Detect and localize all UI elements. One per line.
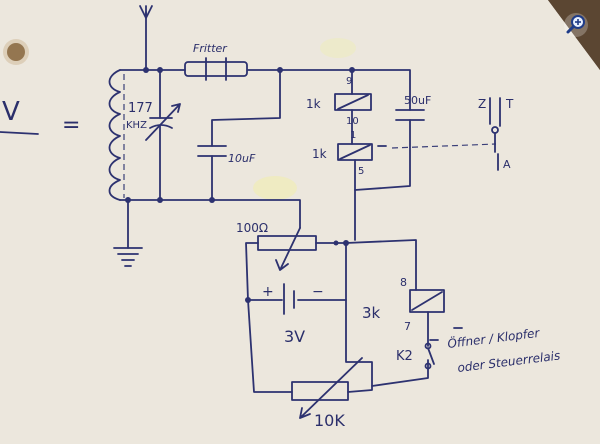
inductor-coil: [108, 69, 121, 201]
freq-value-label: 177: [128, 101, 153, 116]
relay-coil-1-5-diag: [339, 144, 371, 160]
freq-unit-label: KHZ: [126, 120, 147, 131]
k2-label: K2: [396, 349, 413, 364]
top-rail: [119, 69, 411, 111]
contact-k2-blade: [427, 347, 435, 365]
pin8-label: 8: [400, 276, 407, 289]
paper-edge-shadow: [548, 0, 600, 70]
fritter-label: Fritter: [193, 42, 228, 55]
cap50-wire: [354, 119, 411, 191]
relay-coil-9-10-diag: [337, 94, 369, 110]
pot-10k-body: [291, 381, 349, 401]
battery-minus-label: −: [312, 284, 324, 300]
magnifier-zoom-icon: [564, 13, 588, 37]
pin1-label: 1: [350, 130, 356, 141]
bottom-loop-wire: [247, 299, 373, 393]
relay-coil-9-10: [334, 93, 372, 111]
relay-contact-wire: [371, 311, 429, 387]
zoom-button[interactable]: [563, 12, 589, 38]
r10k-label: 10K: [314, 411, 345, 430]
r2-label: 1k: [312, 147, 327, 161]
fritter-tube: [184, 61, 248, 77]
node-bot-3: [209, 197, 215, 203]
cap10-wire: [211, 69, 281, 199]
node-top-1: [143, 67, 149, 73]
switch-t-label: T: [505, 97, 514, 111]
pin7-label: 7: [404, 320, 411, 333]
cap50-label: 50uF: [404, 94, 431, 107]
contact-k2-bottom: [424, 362, 432, 370]
r100-label: 100Ω: [236, 221, 268, 235]
tank-bottom-rail: [119, 199, 301, 229]
highlight-spot-2: [320, 38, 356, 58]
node-bot-2: [157, 197, 163, 203]
pin10-label: 10: [346, 116, 359, 127]
pin9-label: 9: [346, 76, 352, 87]
stain-halo: [3, 39, 29, 65]
relay-coil-8-7-diag: [411, 291, 443, 311]
r3k-label: 3k: [362, 304, 381, 322]
pot-100-wiper: [275, 227, 301, 271]
pin5-label: 5: [358, 166, 364, 177]
margin-fraction-line: [0, 131, 39, 135]
margin-symbol: V: [2, 97, 20, 127]
battery-voltage-label: 3V: [284, 327, 305, 346]
highlight-spot: [253, 176, 297, 200]
node-pot-left: [333, 240, 339, 246]
relay-coil-8-7: [409, 289, 445, 313]
battery-plus-label: +: [262, 284, 274, 300]
pot-100-wire: [245, 239, 417, 301]
switch-z-label: Z: [478, 97, 486, 111]
r1-label: 1k: [306, 97, 321, 111]
tuning-cap-arrow: [145, 103, 181, 141]
pot-10k-wiper: [299, 357, 363, 419]
relay-link-dashed: [391, 143, 497, 149]
margin-equals: =: [62, 113, 80, 138]
antenna-symbol: [139, 5, 153, 19]
stain-spot: [7, 43, 25, 61]
cap10-label: 10uF: [228, 152, 256, 165]
switch-a-label: A: [503, 158, 511, 171]
